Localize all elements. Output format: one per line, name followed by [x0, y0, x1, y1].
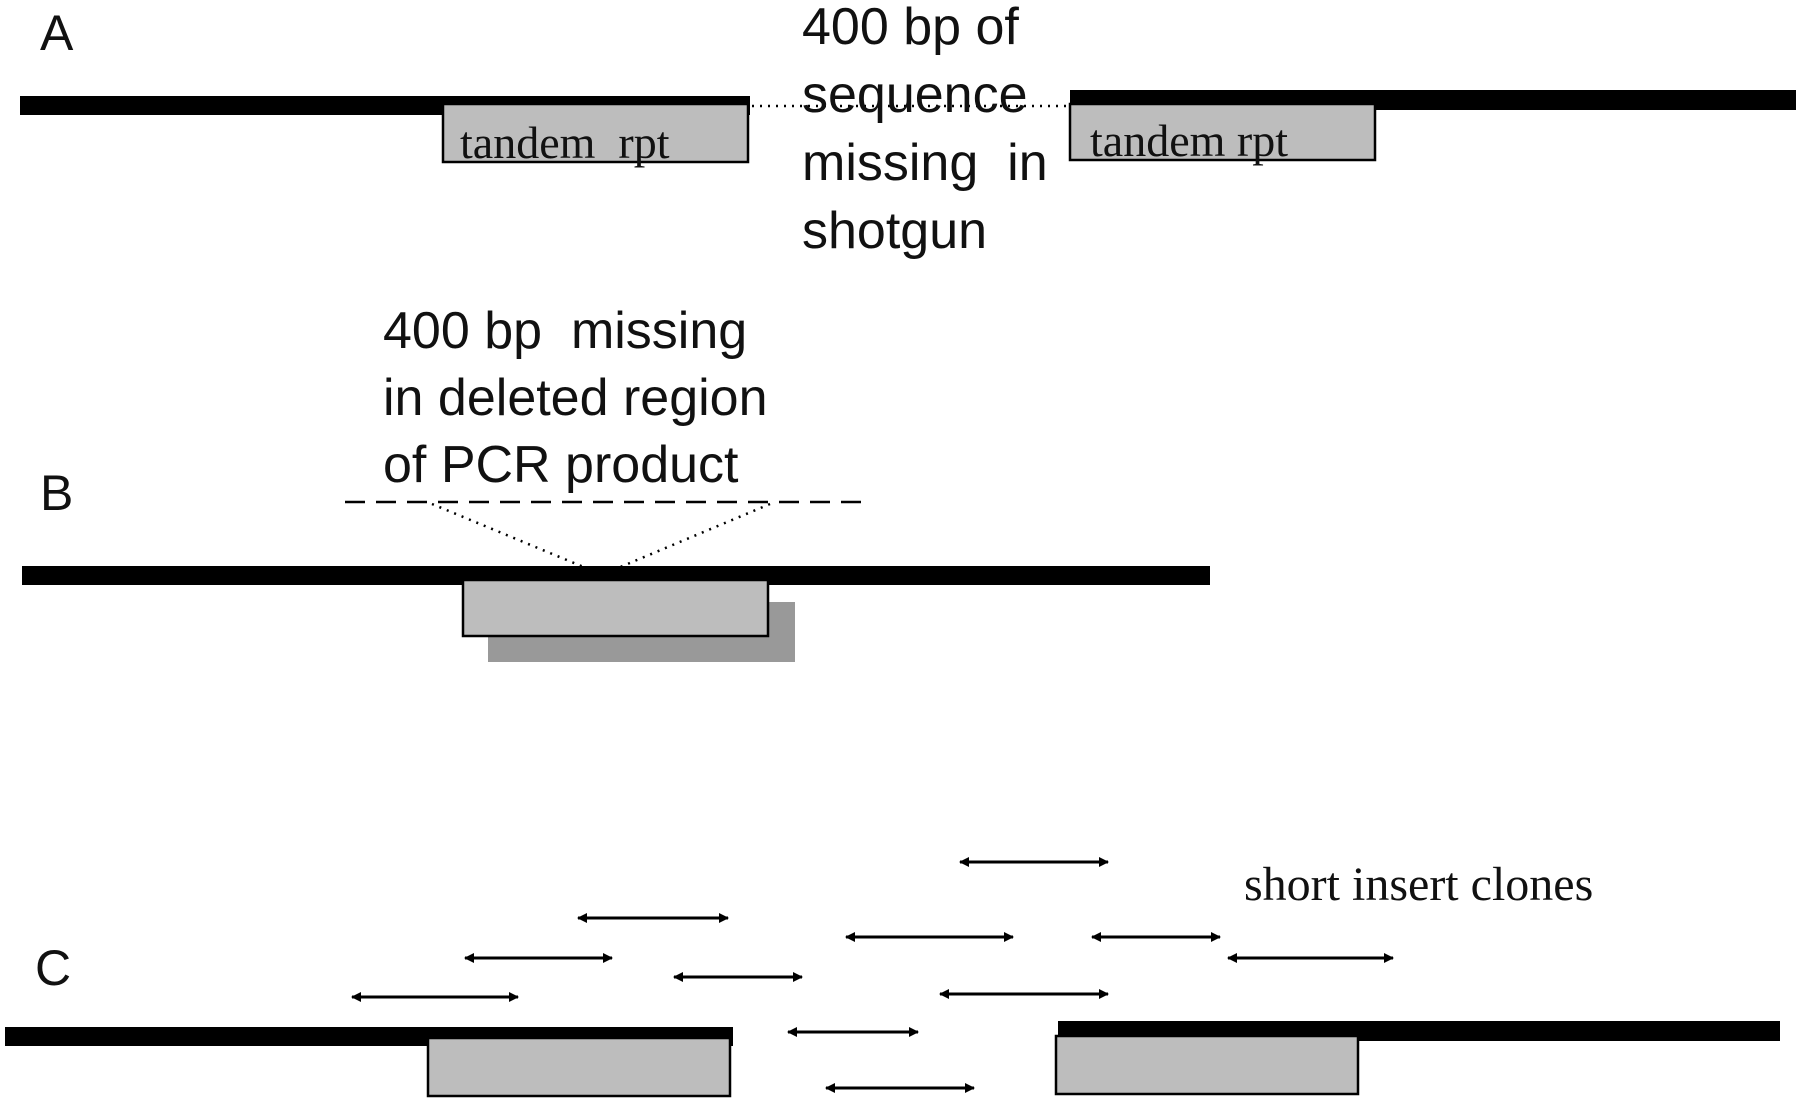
- panel-b-tandem-repeat: [461, 578, 770, 638]
- panel-a-tandem-repeat-right-label: tandem rpt: [1090, 115, 1288, 166]
- panel-a-gap-note: 400 bp of sequence missing in shotgun: [802, 0, 1048, 260]
- panel-b-sequence: [22, 566, 1210, 585]
- panel-a-tandem-repeat-left-label: tandem rpt: [460, 117, 670, 168]
- panel-c-tandem-repeat-left: [426, 1036, 732, 1098]
- panel-a-gap-note-line-2: sequence: [802, 66, 1028, 124]
- panel-c-letter: C: [35, 940, 71, 996]
- panel-a-gap-note-line-1: 400 bp of: [802, 0, 1019, 56]
- panel-c-clones-label: short insert clones: [1244, 858, 1593, 911]
- panel-a-letter: A: [40, 5, 74, 61]
- panel-b-letter: B: [40, 465, 73, 521]
- panel-b-dotted-guide-right: [617, 502, 771, 570]
- panel-a: A tandem rpt tandem rpt 400 bp of sequen…: [20, 0, 1796, 260]
- panel-a-tandem-repeat-left: [441, 102, 750, 164]
- panel-c-clone-arrows: [351, 857, 1394, 1093]
- panel-b-note-line-1: 400 bp missing: [383, 302, 747, 360]
- panel-a-gap-note-line-4: shotgun: [802, 202, 987, 260]
- panel-b-note-line-3: of PCR product: [383, 436, 739, 494]
- panel-b-dotted-guide-left: [431, 502, 587, 570]
- panel-c-tandem-repeat-right: [1054, 1034, 1360, 1096]
- panel-c: C short insert clones: [5, 857, 1780, 1098]
- panel-a-gap-note-line-3: missing in: [802, 134, 1048, 192]
- panel-b-note: 400 bp missing in deleted region of PCR …: [383, 302, 768, 494]
- panel-b-note-line-2: in deleted region: [383, 369, 768, 427]
- panel-a-tandem-repeat-right: [1068, 102, 1377, 162]
- panel-b: B 400 bp missing in deleted region of PC…: [22, 302, 1210, 662]
